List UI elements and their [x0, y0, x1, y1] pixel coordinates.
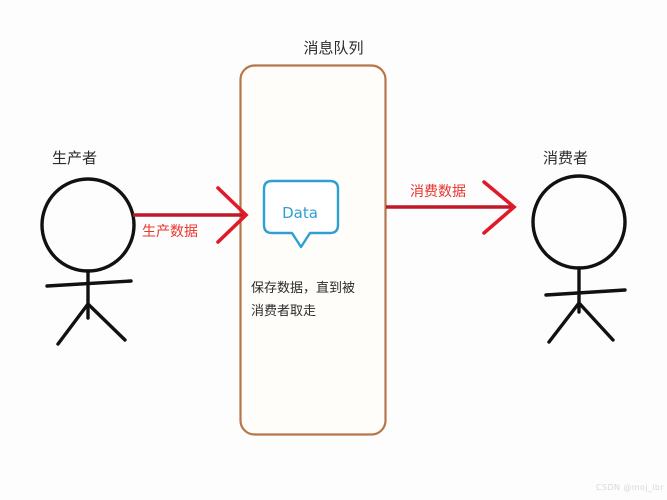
consumer-leg-right [577, 301, 615, 342]
data-bubble-shape [262, 179, 340, 249]
producer-label: 生产者 [52, 149, 98, 167]
consume-arrow-label: 消费数据 [410, 184, 466, 200]
watermark: CSDN @moj_ibr [596, 483, 665, 492]
producer-head [40, 177, 136, 273]
producer-leg-left [56, 302, 90, 346]
consumer-label: 消费者 [543, 149, 589, 167]
produce-arrow [133, 186, 249, 244]
consumer-arms [544, 288, 627, 297]
queue-title: 消息队列 [303, 39, 364, 57]
consumer-head [531, 174, 627, 270]
produce-arrow-label: 生产数据 [142, 224, 198, 240]
consumer-figure [531, 174, 627, 344]
producer-leg-right [86, 302, 127, 342]
produce-arrow-head [216, 186, 249, 244]
consumer-leg-left [547, 301, 581, 344]
queue-description: 保存数据，直到被 消费者取走 [251, 281, 356, 319]
producer-arms [45, 279, 133, 288]
data-bubble-label: Data [282, 204, 318, 222]
producer-figure [40, 177, 136, 346]
consume-arrow [386, 180, 517, 235]
data-bubble [262, 179, 340, 249]
message-queue-box [239, 64, 387, 436]
consume-arrow-head [482, 180, 517, 235]
